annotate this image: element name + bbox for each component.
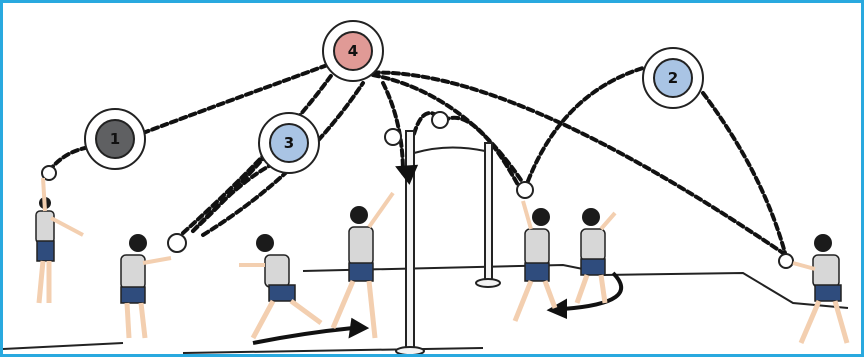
marker-3: 3 [259, 113, 319, 173]
marker-2: 2 [643, 48, 703, 108]
volleyballs [42, 112, 793, 268]
volleyball-drill-illustration: 1 2 3 4 [3, 3, 861, 354]
player-6 [577, 208, 615, 303]
player-5 [515, 201, 555, 321]
player-4 [333, 193, 393, 338]
volleyball-net [396, 131, 500, 354]
player-3 [239, 234, 321, 338]
player-2 [121, 234, 171, 338]
svg-text:4: 4 [348, 42, 358, 60]
player-7 [793, 234, 847, 343]
marker-4: 4 [323, 21, 383, 81]
svg-text:1: 1 [110, 130, 120, 148]
player-1 [36, 178, 83, 303]
svg-text:2: 2 [668, 69, 678, 87]
marker-1: 1 [85, 109, 145, 169]
svg-text:3: 3 [284, 134, 294, 152]
